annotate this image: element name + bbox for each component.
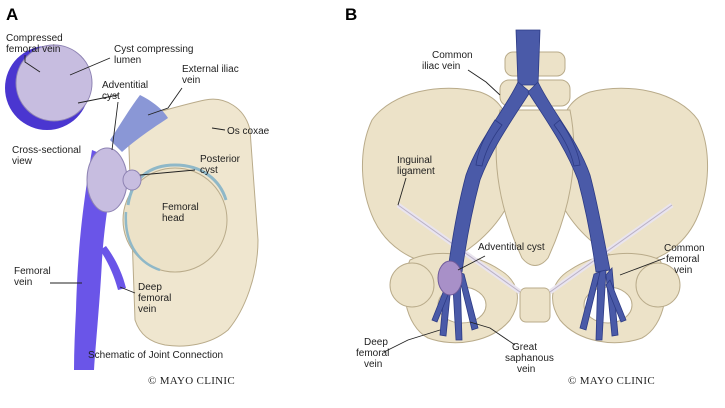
panel-b: B bbox=[345, 5, 709, 387]
label-external-iliac-vein: External iliac vein bbox=[182, 64, 241, 86]
femoral-head bbox=[122, 167, 228, 273]
leader-posterior bbox=[139, 169, 196, 176]
leader-compressed bbox=[24, 55, 41, 73]
leader-deep-b bbox=[383, 329, 441, 353]
deep-femoral-vein-a bbox=[100, 246, 126, 290]
label-cyst-compressing-lumen: Cyst compressing lumen bbox=[114, 44, 196, 66]
label-common-iliac-vein: Common iliac vein bbox=[422, 50, 475, 72]
posterior-cyst-a bbox=[122, 169, 142, 191]
label-cross-sectional-view: Cross-sectional view bbox=[12, 145, 84, 167]
leader-adv-cross bbox=[77, 94, 119, 104]
leader-cyst-lumen bbox=[69, 57, 111, 76]
caption-joint-connection: Schematic of Joint Connection bbox=[88, 350, 223, 361]
label-os-coxae: Os coxae bbox=[227, 126, 270, 137]
label-great-saphanous-vein: Great saphanous vein bbox=[505, 342, 557, 375]
panel-a-letter: A bbox=[6, 5, 18, 24]
leader-common-iliac bbox=[467, 69, 501, 96]
leader-saphanous bbox=[469, 321, 516, 346]
label-common-femoral-vein: Common femoral vein bbox=[664, 243, 707, 276]
panel-a: A Compressed bbox=[5, 5, 270, 387]
leader-adv-cyst bbox=[111, 101, 119, 151]
leader-inguinal bbox=[397, 177, 407, 206]
label-compressed-femoral-vein: Compressed femoral vein bbox=[6, 33, 65, 55]
label-deep-femoral-vein-a: Deep femoral vein bbox=[138, 282, 174, 315]
leader-common-femoral bbox=[619, 257, 666, 276]
external-iliac-vein-a bbox=[110, 95, 168, 152]
leader-ext-iliac bbox=[147, 87, 183, 116]
label-inguinal-ligament: Inguinal ligament bbox=[397, 155, 435, 177]
leader-adv-cyst-b bbox=[457, 255, 486, 271]
cross-section bbox=[5, 44, 93, 130]
joint-cartilage-lower bbox=[124, 211, 161, 272]
label-femoral-vein-a: Femoral vein bbox=[14, 266, 53, 288]
leader-deep-a bbox=[119, 286, 136, 294]
adventitial-cyst-b bbox=[437, 260, 463, 296]
panel-b-letter: B bbox=[345, 5, 357, 24]
adventitial-cyst-a bbox=[86, 147, 128, 213]
label-adventitial-cyst-a: Adventitial cyst bbox=[102, 80, 151, 102]
label-posterior-cyst: Posterior cyst bbox=[200, 154, 243, 176]
credit-b: © MAYO CLINIC bbox=[568, 375, 655, 387]
credit-a: © MAYO CLINIC bbox=[148, 375, 235, 387]
label-femoral-head: Femoral head bbox=[162, 202, 201, 224]
label-deep-femoral-vein-b: Deep femoral vein bbox=[356, 337, 392, 370]
leader-os-coxae bbox=[211, 127, 226, 131]
label-adventitial-cyst-b: Adventitial cyst bbox=[478, 242, 545, 253]
